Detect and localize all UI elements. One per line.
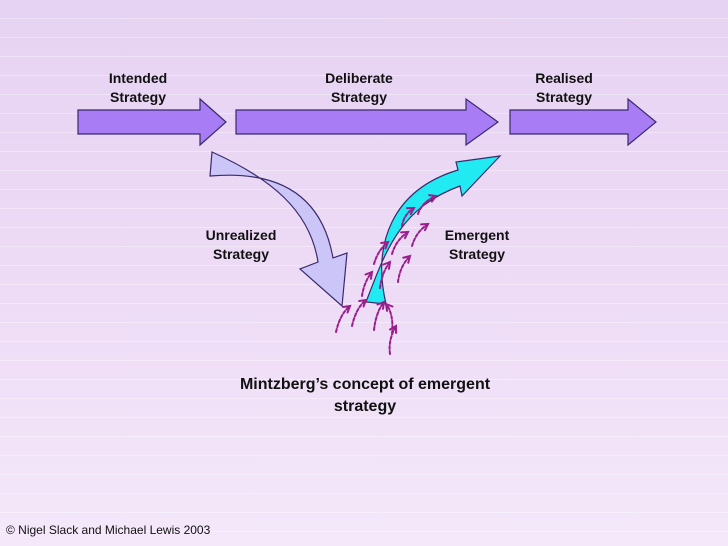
small-arrow-stroke bbox=[397, 255, 411, 283]
small-arrow-stroke bbox=[411, 223, 429, 247]
small-arrow-stroke bbox=[391, 231, 409, 255]
deliberate-strategy-arrow bbox=[235, 97, 500, 147]
small-arrow-stroke bbox=[417, 195, 437, 215]
small-arrow-head bbox=[388, 324, 398, 334]
small-arrow-head bbox=[364, 270, 374, 280]
small-emergent-arrows bbox=[335, 194, 438, 355]
emergent-strategy-arrow bbox=[365, 155, 502, 305]
small-arrow-head bbox=[400, 230, 410, 240]
small-arrow-head bbox=[342, 304, 352, 314]
unrealized-strategy-arrow bbox=[209, 151, 348, 308]
small-arrow-head bbox=[420, 222, 430, 232]
small-arrow-head bbox=[384, 302, 394, 312]
small-arrow-head bbox=[380, 240, 390, 250]
small-arrow-stroke bbox=[373, 301, 385, 331]
diagram-title: Mintzberg’s concept of emergent strategy bbox=[239, 376, 491, 415]
small-arrow-head bbox=[358, 298, 368, 308]
intended-strategy-arrow bbox=[77, 97, 227, 147]
small-arrow-head bbox=[428, 194, 438, 203]
emergent-strategy-label: Emergent Strategy bbox=[444, 227, 510, 262]
unrealized-strategy-label: Unrealized Strategy bbox=[205, 227, 277, 262]
small-arrow-head bbox=[406, 206, 416, 216]
small-arrow-head bbox=[376, 300, 386, 310]
copyright-footer: © Nigel Slack and Michael Lewis 2003 bbox=[6, 523, 211, 537]
small-arrow-stroke bbox=[379, 261, 391, 289]
deliberate-strategy-label: Deliberate Strategy bbox=[325, 70, 393, 105]
small-arrow-head bbox=[402, 254, 412, 264]
small-arrow-head bbox=[382, 260, 392, 270]
realised-strategy-arrow bbox=[509, 97, 657, 147]
small-arrow-stroke bbox=[388, 325, 397, 355]
realised-strategy-label: Realised Strategy bbox=[535, 70, 593, 105]
small-arrow-stroke bbox=[361, 271, 373, 297]
intended-strategy-label: Intended Strategy bbox=[108, 70, 168, 105]
